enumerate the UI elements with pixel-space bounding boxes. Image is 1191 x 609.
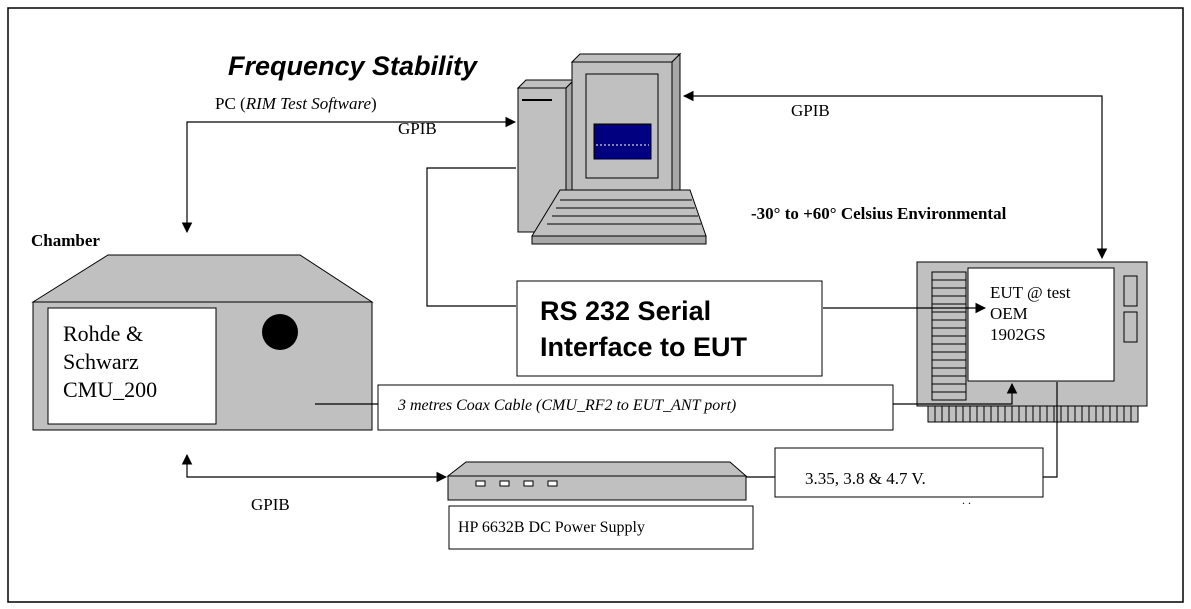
instrument-label-panel xyxy=(47,307,217,425)
coax-cable-label: 3 metres Coax Cable (CMU_RF2 to EUT_ANT … xyxy=(398,397,737,414)
serial-link-pc xyxy=(426,167,516,307)
pc-label-suffix: ) xyxy=(371,94,377,113)
test-chamber-icon xyxy=(31,254,374,431)
power-supply-label-box xyxy=(448,505,754,550)
power-supply-label: HP 6632B DC Power Supply xyxy=(458,519,645,536)
pc-label-prefix: PC ( xyxy=(215,94,246,113)
monitor-screen xyxy=(593,123,652,160)
dc-link-eut xyxy=(1043,382,1058,478)
gpib-label-chamber-psu: GPIB xyxy=(251,495,290,514)
computer-monitor-icon xyxy=(570,52,682,200)
gpib-label-pc-eut: GPIB xyxy=(791,101,830,120)
eut-enclosure xyxy=(916,261,1148,423)
instrument-name-line: CMU_200 xyxy=(63,377,158,402)
pc-software-label: PC (RIM Test Software) xyxy=(215,94,377,114)
chamber-label: Chamber xyxy=(31,231,100,250)
gpib-label-pc-chamber: GPIB xyxy=(398,119,437,138)
serial-interface-label: RS 232 Serial Interface to EUT xyxy=(540,293,747,365)
gpib-link-pc-chamber xyxy=(181,116,517,234)
eut-label-line: OEM xyxy=(990,304,1028,323)
voltage-label: 3.35, 3.8 & 4.7 V. xyxy=(805,469,926,488)
eut-label-line: 1902GS xyxy=(990,325,1046,344)
voltage-mark: . . xyxy=(962,493,971,507)
voltage-box xyxy=(774,447,1044,498)
power-supply-icon xyxy=(446,461,748,501)
instrument-name-line: Schwarz xyxy=(63,349,139,374)
chamber-port xyxy=(262,314,298,350)
eut-label: EUT @ test OEM 1902GS xyxy=(990,282,1071,345)
gpib-link-pc-eut xyxy=(682,90,1108,260)
keyboard-icon xyxy=(531,189,707,245)
coax-cable-box xyxy=(377,384,894,431)
connection-lines xyxy=(181,90,1108,483)
serial-interface-line: Interface to EUT xyxy=(540,332,748,362)
eut-label-panel xyxy=(967,267,1115,382)
diagram-title: Frequency Stability xyxy=(228,51,478,81)
serial-interface-box xyxy=(516,280,823,377)
serial-interface-line: RS 232 Serial xyxy=(540,296,712,326)
instrument-name: Rohde & Schwarz CMU_200 xyxy=(63,320,157,404)
coax-link-eut xyxy=(893,382,1018,405)
pc-label-software: RIM Test Software xyxy=(245,94,372,113)
instrument-name-line: Rohde & xyxy=(63,321,144,346)
environment-label: -30° to +60° Celsius Environmental xyxy=(751,204,1007,223)
eut-label-line: EUT @ test xyxy=(990,283,1071,302)
gpib-link-chamber-psu xyxy=(181,453,448,483)
